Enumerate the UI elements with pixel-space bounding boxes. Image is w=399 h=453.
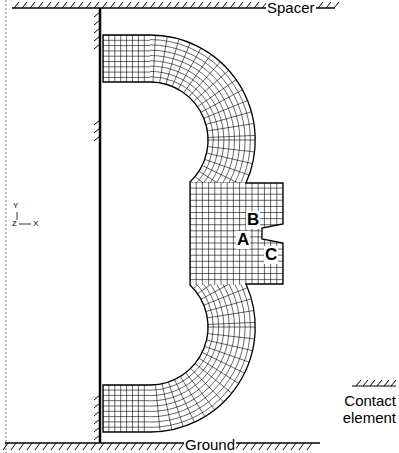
contact-hatching (3, 2, 339, 450)
coordinate-triad (17, 212, 31, 224)
ground-surface (5, 442, 320, 444)
mesh-block (190, 182, 283, 285)
legend-text: Contact element (330, 392, 396, 427)
part-label: Y (12, 202, 19, 210)
legend-sample (352, 380, 396, 386)
mesh-strip (103, 35, 150, 432)
symmetry-axis (6, 0, 7, 453)
point-label: C (264, 246, 278, 264)
point-label: B (246, 211, 260, 229)
seal-outline (103, 35, 283, 432)
part-label: X (32, 220, 39, 228)
contact-wall (99, 8, 102, 443)
part-label: Spacer (266, 0, 316, 16)
point-label: A (236, 231, 250, 249)
part-label: Z (11, 220, 18, 228)
part-label: Ground (184, 437, 236, 453)
